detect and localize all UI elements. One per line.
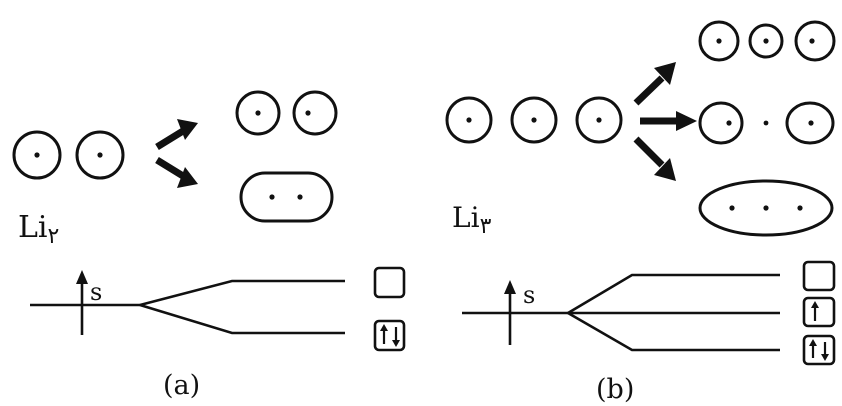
molecule-bonded bbox=[241, 173, 332, 221]
empty-orbital-box bbox=[375, 268, 404, 297]
paired-orbital-box bbox=[804, 336, 834, 364]
atoms-unbonded bbox=[237, 92, 336, 134]
panel-b bbox=[447, 22, 834, 364]
paired-orbital-box bbox=[375, 321, 404, 350]
atoms-partially-bonded bbox=[700, 103, 833, 143]
molecule-oval bbox=[241, 173, 332, 221]
atom-triple-separated bbox=[447, 98, 621, 142]
energy-diagram-a bbox=[30, 270, 345, 335]
spin-boxes-b bbox=[804, 262, 834, 364]
atom-circle bbox=[294, 92, 336, 134]
spin-axis-label-a: s bbox=[90, 278, 102, 306]
split-arrows-three bbox=[636, 62, 697, 181]
atom-circle bbox=[796, 22, 834, 60]
spin-boxes-a bbox=[375, 268, 404, 350]
spin-axis-label-b: s bbox=[523, 281, 535, 309]
energy-diagram-b bbox=[462, 275, 780, 350]
atom-pair-separated bbox=[14, 132, 123, 178]
atoms-unbonded-three bbox=[700, 22, 834, 60]
molecule-label-b: Li۳ bbox=[452, 201, 492, 239]
caption-a: (a) bbox=[163, 370, 200, 401]
atom-circle bbox=[700, 103, 742, 143]
single-orbital-box bbox=[804, 298, 834, 326]
split-arrows bbox=[157, 119, 198, 188]
caption-b: (b) bbox=[596, 374, 634, 405]
molecule-bonded-three bbox=[700, 181, 832, 235]
empty-orbital-box bbox=[804, 262, 834, 290]
panel-a bbox=[14, 92, 404, 350]
molecule-label-a: Li۲ bbox=[18, 210, 59, 249]
